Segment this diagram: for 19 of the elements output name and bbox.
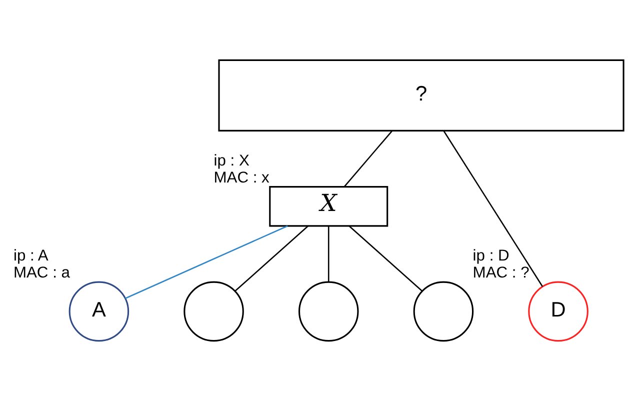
node-label: MAC : x [214,168,270,186]
node-label: MAC : ? [472,264,530,282]
node-label: ip : D [472,247,510,264]
node-circle [184,280,244,342]
node-circle [413,280,474,342]
node-box: ? [218,58,624,131]
node-box: X [269,186,388,226]
node-label: MAC : a [13,264,70,282]
node-circle [298,280,359,342]
connector [328,225,330,282]
connector [348,225,422,291]
node-label: ip : A [13,247,48,264]
connector [443,130,544,286]
connector [344,130,392,186]
connector [125,224,288,298]
node-circle: A [68,280,130,342]
node-circle: D [528,280,588,342]
connector [234,225,309,291]
node-label: ip : X [214,152,250,169]
